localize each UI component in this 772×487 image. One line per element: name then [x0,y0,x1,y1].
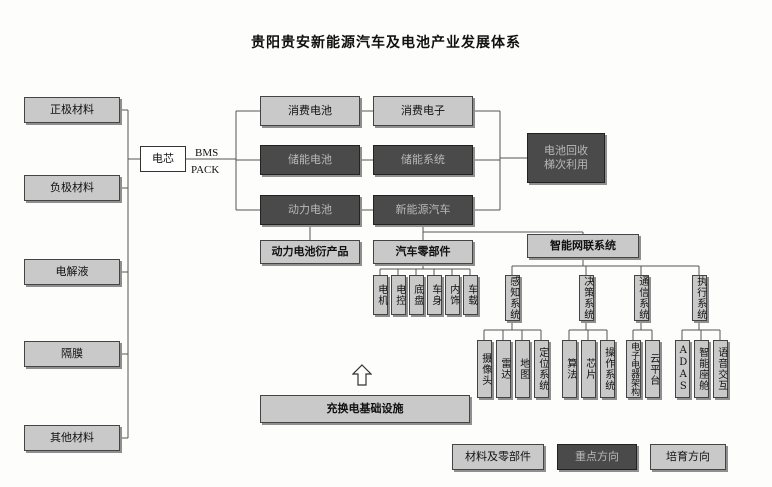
bms-label: BMS [195,147,219,159]
item-adas: ADAS [675,340,690,398]
smart-network-header: 智能网联系统 [527,234,639,258]
legend-cultivation-direction: 培育方向 [650,444,726,470]
diagram-title: 贵阳贵安新能源汽车及电池产业发展体系 [251,35,521,51]
group-execution: 执行系统 [692,275,707,321]
item-map: 地图 [515,340,530,398]
material-anode: 负极材料 [24,175,120,201]
auto-part-control: 电控 [391,275,406,315]
battery-derived-products: 动力电池衍产品 [260,240,360,264]
auto-part-chassis: 底盘 [409,275,424,315]
auto-part-onboard: 车载 [463,275,478,315]
app-consumer-electronics: 消费电子 [373,96,473,126]
auto-parts-header: 汽车零部件 [373,240,473,264]
item-smart-cockpit: 智能座舱 [694,340,709,398]
auto-part-interior: 内饰 [445,275,460,315]
app-new-energy-vehicle: 新能源汽车 [373,195,473,225]
group-decision: 决策系统 [579,275,594,321]
material-separator: 隔膜 [24,341,120,367]
item-radar: 雷达 [496,340,511,398]
battery-consumer: 消费电池 [260,96,360,126]
material-other: 其他材料 [24,425,120,451]
item-ee-architecture: 电子电器架构 [626,340,641,398]
up-arrow-icon [352,364,372,386]
app-energy-storage: 储能系统 [373,145,473,175]
group-communication: 通信系统 [634,275,649,321]
legend-key-direction: 重点方向 [557,444,637,470]
item-chip: 芯片 [581,340,596,398]
legend-materials-parts: 材料及零部件 [452,444,544,470]
item-camera: 摄像头 [477,340,492,398]
item-cloud-platform: 云平台 [645,340,660,398]
group-perception: 感知系统 [505,275,520,321]
battery-power: 动力电池 [260,195,360,225]
recycling-line-2: 梯次利用 [544,158,588,171]
battery-storage: 储能电池 [260,145,360,175]
pack-label: PACK [191,164,220,176]
auto-part-motor: 电机 [373,275,388,315]
auto-part-body: 车身 [427,275,442,315]
battery-recycling: 电池回收 梯次利用 [527,133,605,183]
recycling-line-1: 电池回收 [544,144,588,158]
charging-infrastructure: 充换电基础设施 [260,395,470,423]
item-algorithm: 算法 [562,340,577,398]
material-cathode: 正极材料 [24,97,120,123]
item-positioning: 定位系统 [534,340,549,398]
battery-cell: 电芯 [140,146,186,172]
material-electrolyte: 电解液 [24,259,120,285]
item-operating-system: 操作系统 [600,340,615,398]
item-voice-interaction: 语音交互 [713,340,728,398]
